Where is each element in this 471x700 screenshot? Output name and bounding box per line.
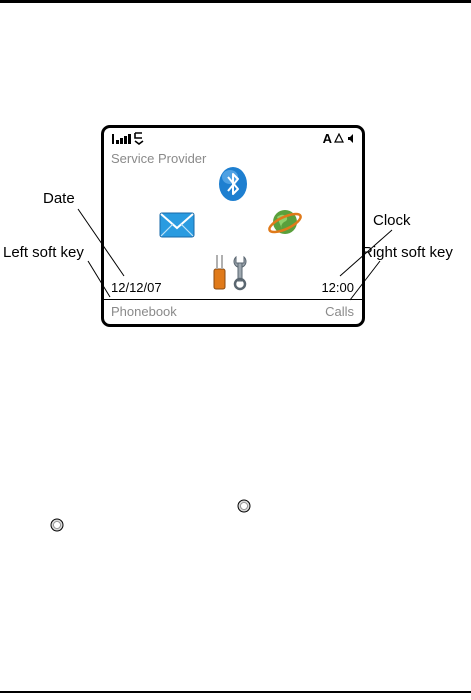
- ring-style-icon: [346, 133, 356, 144]
- callout-date: Date: [43, 190, 75, 207]
- callout-left-soft-key: Left soft key: [3, 244, 84, 261]
- message-icon[interactable]: [159, 210, 195, 240]
- clock-display: 12:00: [321, 280, 354, 295]
- settings-tools-icon[interactable]: [210, 251, 252, 291]
- data-connection-icon: [134, 132, 144, 145]
- alert-bell-icon: [334, 133, 344, 144]
- status-bar: A: [104, 128, 362, 148]
- date-display: 12/12/07: [111, 280, 162, 295]
- softkey-bar: Phonebook Calls: [104, 299, 362, 322]
- callout-right-soft-key: Right soft key: [362, 244, 453, 261]
- status-right: A: [323, 131, 356, 146]
- web-browser-icon[interactable]: [267, 205, 303, 239]
- phone-home-screen: A Service Provider 12/12/07 12:00: [101, 125, 365, 327]
- service-provider-label: Service Provider: [111, 151, 206, 166]
- center-key-icon: [237, 499, 251, 513]
- center-key-icon-2: [50, 518, 64, 532]
- callout-clock: Clock: [373, 212, 411, 229]
- bluetooth-icon[interactable]: [217, 165, 249, 203]
- bottom-rule: [0, 691, 471, 693]
- signal-strength-icon: [112, 134, 132, 144]
- left-softkey[interactable]: Phonebook: [111, 304, 177, 319]
- network-mode-indicator: A: [323, 131, 332, 146]
- top-rule: [0, 0, 471, 3]
- right-softkey[interactable]: Calls: [325, 304, 354, 319]
